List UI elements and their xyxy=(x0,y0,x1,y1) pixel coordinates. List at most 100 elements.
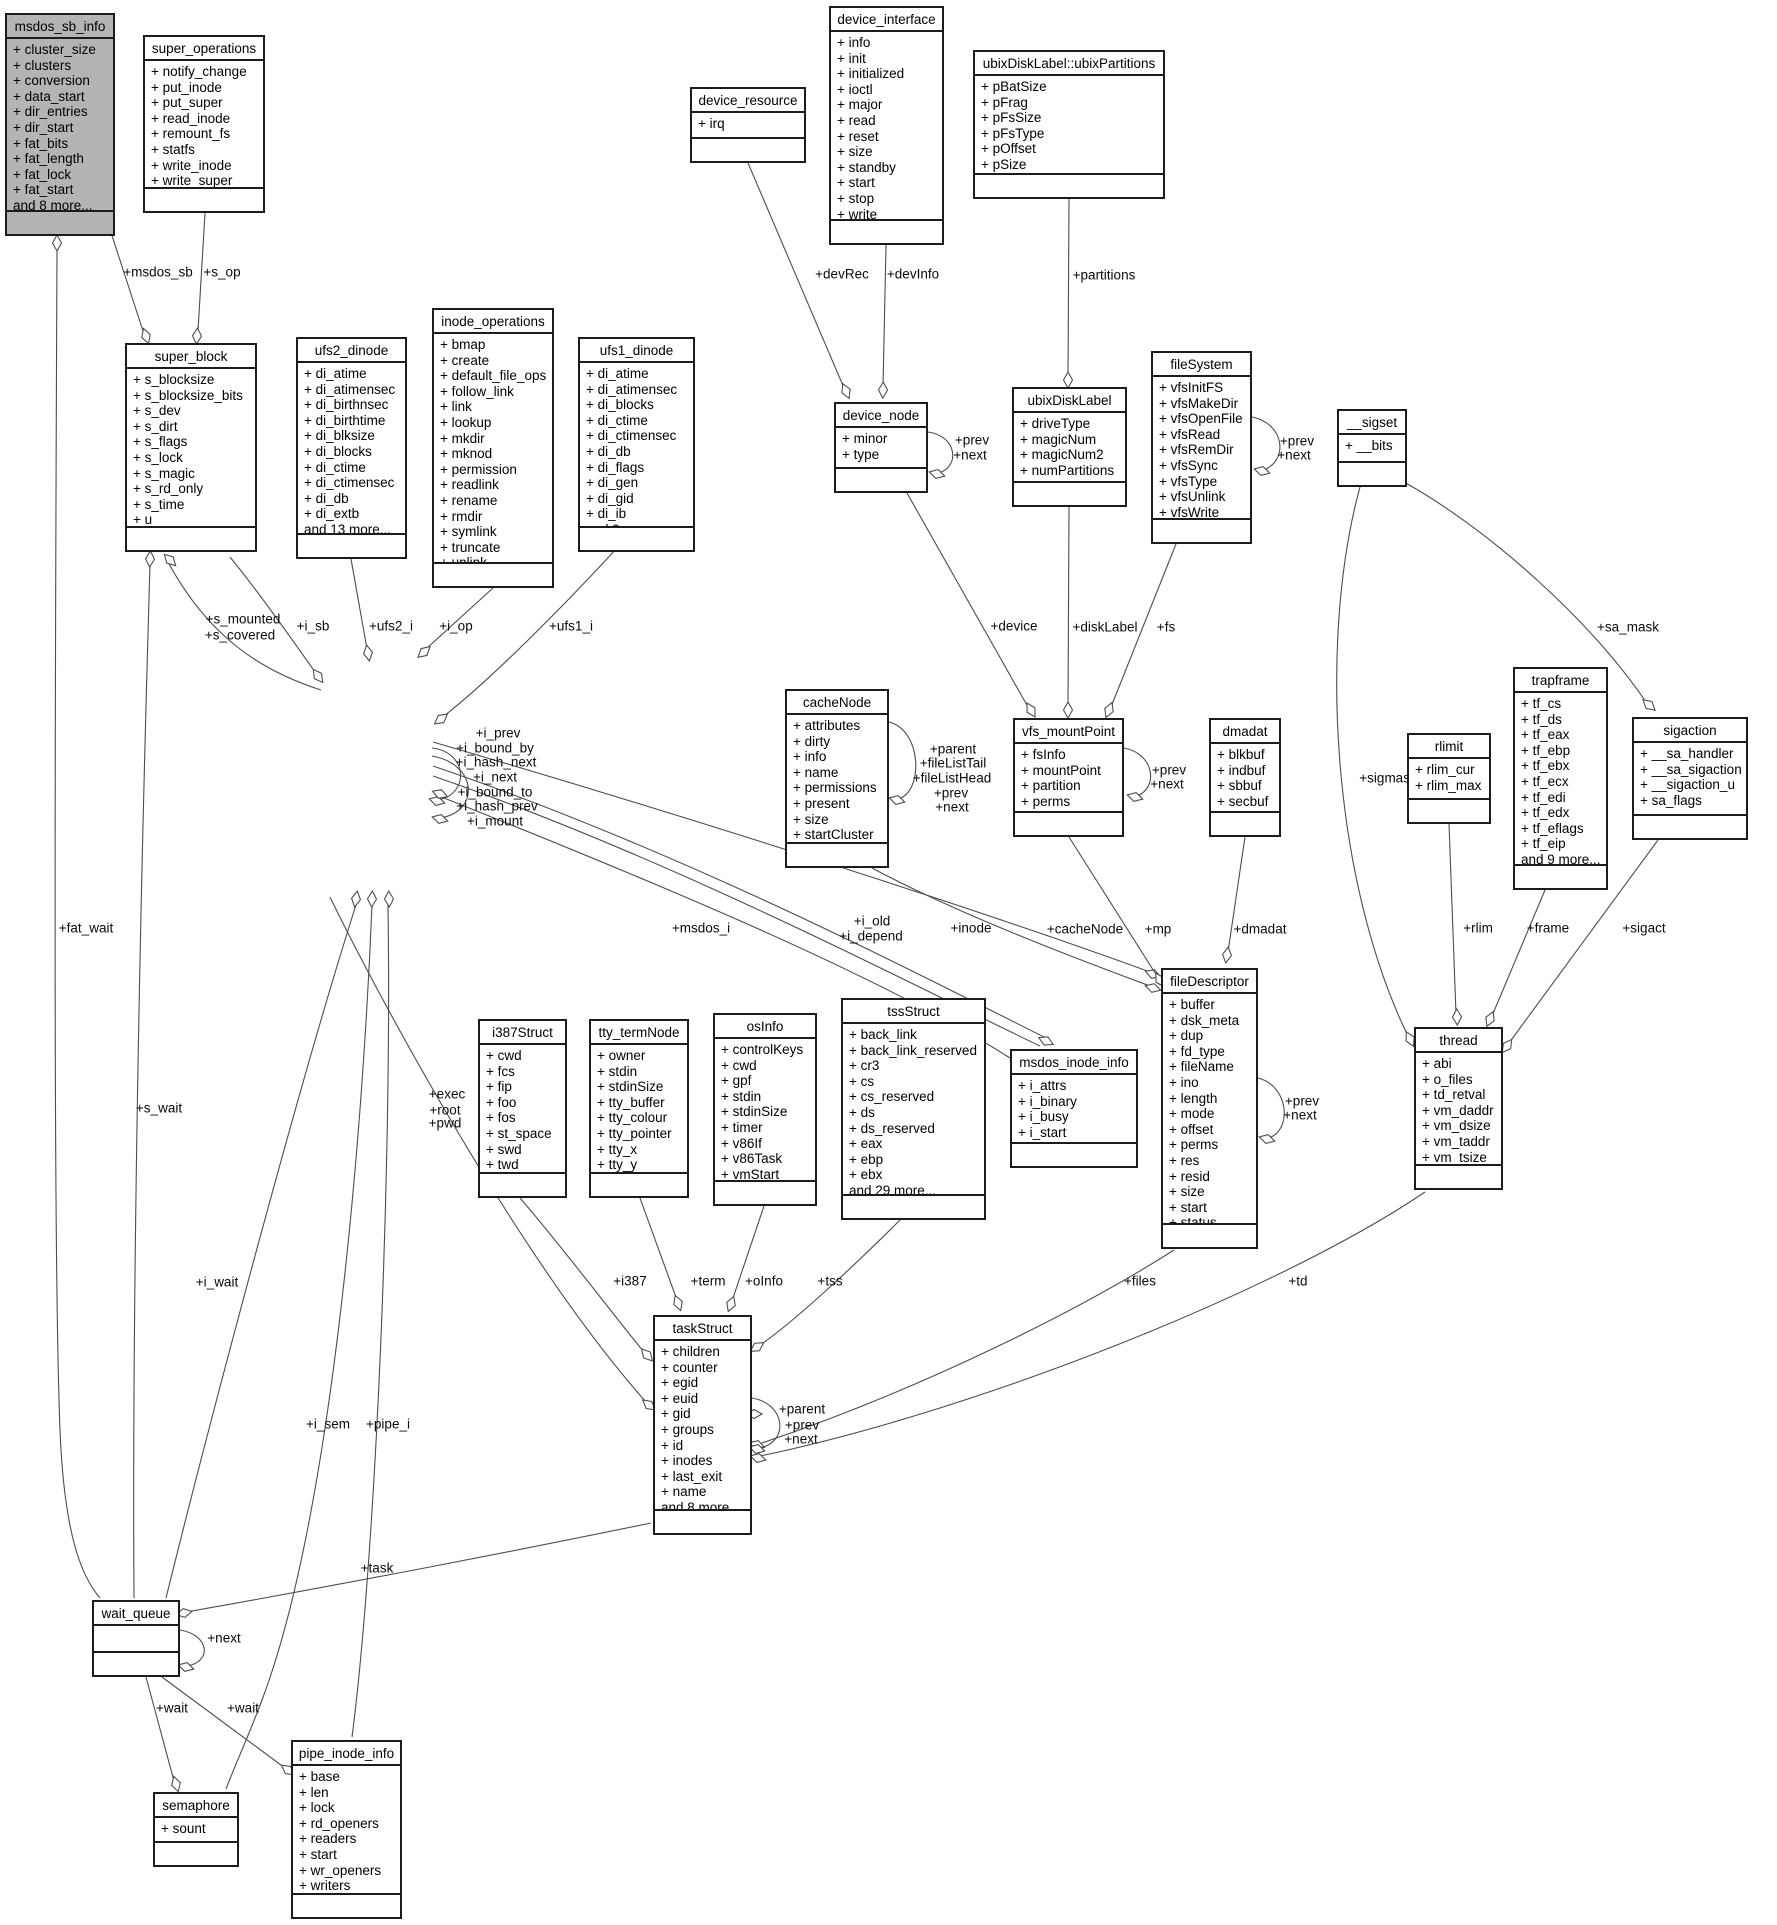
edge-fat_wait xyxy=(54,249,101,1599)
class-box-device_interface: device_interface+ info+ init+ initialize… xyxy=(829,6,944,245)
aggregation-diamond-icon xyxy=(171,1775,181,1793)
edge-td xyxy=(759,1191,1426,1457)
class-attributes: + i_attrs+ i_binary+ i_busy+ i_start xyxy=(1012,1075,1136,1144)
edge-label-fileDescriptor_self: +prev xyxy=(1284,1093,1320,1109)
class-attribute: + controlKeys xyxy=(721,1042,804,1057)
class-attribute: + statfs xyxy=(151,141,195,157)
class-attribute: + tf_ebp xyxy=(1521,742,1571,758)
edge-label-i_op: +i_op xyxy=(439,618,473,634)
edge-label-cacheNode_self: +parent xyxy=(929,741,977,757)
edge-label-files: +files xyxy=(1124,1273,1156,1289)
class-attributes: + driveType+ magicNum+ magicNum2+ numPar… xyxy=(1014,413,1125,483)
edge-cacheNode xyxy=(871,867,1151,987)
class-attribute: + i_binary xyxy=(1018,1093,1077,1109)
class-box-device_node: device_node+ minor+ type xyxy=(834,402,928,493)
class-attribute: + sa_flags xyxy=(1640,792,1702,808)
class-attribute: + tty_colour xyxy=(597,1110,668,1126)
edge-label-i_sem: +i_sem xyxy=(306,1416,350,1432)
class-title: device_node xyxy=(836,404,926,428)
class-title: thread xyxy=(1416,1029,1501,1053)
class-attribute: + info xyxy=(837,35,871,50)
class-attribute: + ds xyxy=(849,1104,875,1120)
class-box-semaphore: semaphore+ sount xyxy=(153,1792,239,1867)
class-attribute: + vfsType xyxy=(1159,473,1218,489)
class-attribute: + rename xyxy=(440,492,498,508)
class-attribute: + di_atime xyxy=(586,366,649,381)
class-attributes: + notify_change+ put_inode+ put_super+ r… xyxy=(145,61,263,189)
class-attribute: + s_magic xyxy=(133,465,195,481)
edge-label-i_sb: +i_sb xyxy=(296,618,330,634)
class-title: device_interface xyxy=(831,8,942,32)
class-attributes: + tf_cs+ tf_ds+ tf_eax+ tf_ebp+ tf_ebx+ … xyxy=(1515,693,1606,866)
class-attribute: + dirty xyxy=(793,733,831,749)
class-box-ubixDiskLabel: ubixDiskLabel+ driveType+ magicNum+ magi… xyxy=(1012,387,1127,507)
aggregation-diamond-icon xyxy=(433,713,449,725)
class-attribute: + tf_ds xyxy=(1521,711,1562,727)
edge-label-wait_pipe: +wait xyxy=(227,1700,259,1716)
class-attribute: + mkdir xyxy=(440,430,485,446)
class-attribute: + td_retval xyxy=(1422,1087,1486,1103)
edge-wait_semaphore xyxy=(145,1676,175,1782)
class-title: sigaction xyxy=(1634,719,1746,743)
class-attribute: + size xyxy=(837,144,873,160)
edge-label-i_old_i_depend: +i_old xyxy=(853,913,891,929)
edge-pipe_i xyxy=(351,904,390,1738)
class-attribute: + di_extb xyxy=(304,506,360,522)
class-attribute: + write xyxy=(837,206,878,221)
class-attribute: + write_inode xyxy=(151,157,232,173)
class-attribute: + di_blksize xyxy=(304,428,375,444)
class-attributes: + di_atime+ di_atimensec+ di_birthnsec+ … xyxy=(298,363,405,535)
aggregation-diamond-icon xyxy=(1104,701,1114,719)
class-title: __sigset xyxy=(1339,411,1405,435)
class-attribute: + swd xyxy=(486,1141,522,1157)
class-attribute: + s_blocksize xyxy=(133,372,215,387)
class-box-super_block: super_block+ s_blocksize+ s_blocksize_bi… xyxy=(125,343,257,552)
class-attribute: + write_super xyxy=(151,173,233,189)
class-attributes: + cluster_size+ clusters+ conversion+ da… xyxy=(7,39,113,212)
class-attribute: + remount_fs xyxy=(151,126,231,142)
edge-label-fileSystem_self: +next xyxy=(1277,447,1311,463)
class-attributes: + cwd+ fcs+ fip+ foo+ fos+ st_space+ swd… xyxy=(480,1045,565,1174)
class-attribute: + fsInfo xyxy=(1021,747,1066,762)
class-attribute: + back_link xyxy=(849,1027,917,1042)
class-attribute: + dup xyxy=(1169,1028,1204,1044)
class-attribute: + inodes xyxy=(661,1453,713,1469)
class-attribute: + gpf xyxy=(721,1073,752,1089)
class-box-ufs2_dinode: ufs2_dinode+ di_atime+ di_atimensec+ di_… xyxy=(296,337,407,559)
class-attribute: + size xyxy=(1169,1184,1205,1200)
aggregation-diamond-icon xyxy=(312,668,324,684)
class-attribute: + reset xyxy=(837,128,879,144)
class-attributes: + blkbuf+ indbuf+ sbbuf+ secbuf xyxy=(1211,744,1279,813)
class-box-thread: thread+ abi+ o_files+ td_retval+ vm_dadd… xyxy=(1414,1027,1503,1190)
class-attributes: + minor+ type xyxy=(836,428,926,469)
class-attribute: + name xyxy=(661,1484,707,1500)
class-attribute: + minor xyxy=(842,431,888,446)
edge-label-cacheNode_self: +fileListHead xyxy=(912,770,992,786)
aggregation-diamond-icon xyxy=(366,889,378,909)
class-attributes: + irq xyxy=(692,113,804,139)
edge-label-oInfo: +oInfo xyxy=(745,1273,783,1289)
class-attributes: + __bits xyxy=(1339,435,1405,463)
class-attribute: + start xyxy=(299,1846,337,1862)
class-box-inode_operations: inode_operations+ bmap+ create+ default_… xyxy=(432,308,554,588)
class-attribute: + put_inode xyxy=(151,79,222,95)
edge-label-inode_self_links: +i_bound_to xyxy=(457,784,533,800)
aggregation-diamond-icon xyxy=(175,1607,193,1619)
class-box-tty_termNode: tty_termNode+ owner+ stdin+ stdinSize+ t… xyxy=(589,1019,689,1198)
aggregation-diamond-icon xyxy=(163,553,177,567)
aggregation-diamond-icon xyxy=(431,814,449,824)
class-attribute: + writers xyxy=(299,1878,351,1894)
edge-label-msdos_i: +msdos_i xyxy=(671,920,731,936)
class-title: msdos_sb_info xyxy=(7,15,113,39)
class-attribute: + s_blocksize_bits xyxy=(133,387,243,403)
class-attribute: + res xyxy=(1169,1152,1200,1168)
edge-label-fs: +fs xyxy=(1156,619,1176,635)
class-methods-empty xyxy=(591,1174,687,1196)
edge-label-device: +device xyxy=(990,618,1038,634)
class-box-dmadat: dmadat+ blkbuf+ indbuf+ sbbuf+ secbuf xyxy=(1209,718,1281,837)
class-box-i387Struct: i387Struct+ cwd+ fcs+ fip+ foo+ fos+ st_… xyxy=(478,1019,567,1198)
class-attribute: + ebp xyxy=(849,1151,884,1167)
class-attribute: + s_dev xyxy=(133,403,181,419)
class-attribute: + vfsRemDir xyxy=(1159,442,1234,458)
